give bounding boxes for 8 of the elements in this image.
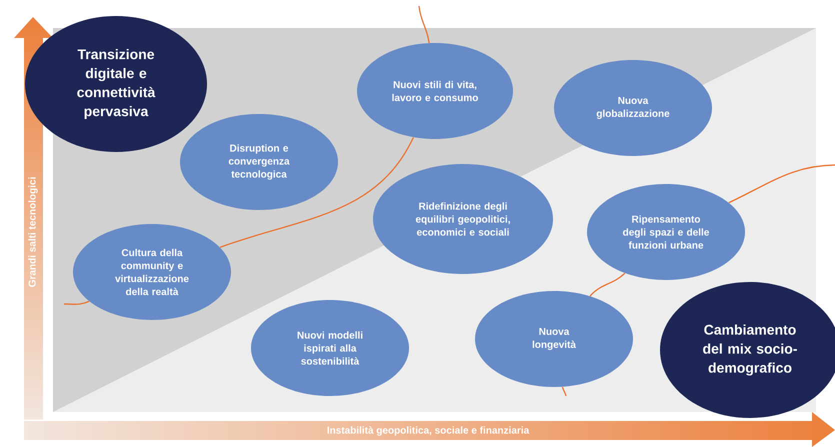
curve-line	[728, 164, 835, 204]
curve-line	[590, 272, 626, 296]
axis-label: Grandi salti tecnologici	[28, 177, 38, 287]
curve-line	[64, 300, 90, 305]
curve-line	[418, 6, 430, 44]
curve-line	[220, 137, 414, 248]
axis-label: Instabilità geopolitica, sociale e finanziaria	[328, 426, 530, 436]
curve-line	[562, 386, 567, 396]
